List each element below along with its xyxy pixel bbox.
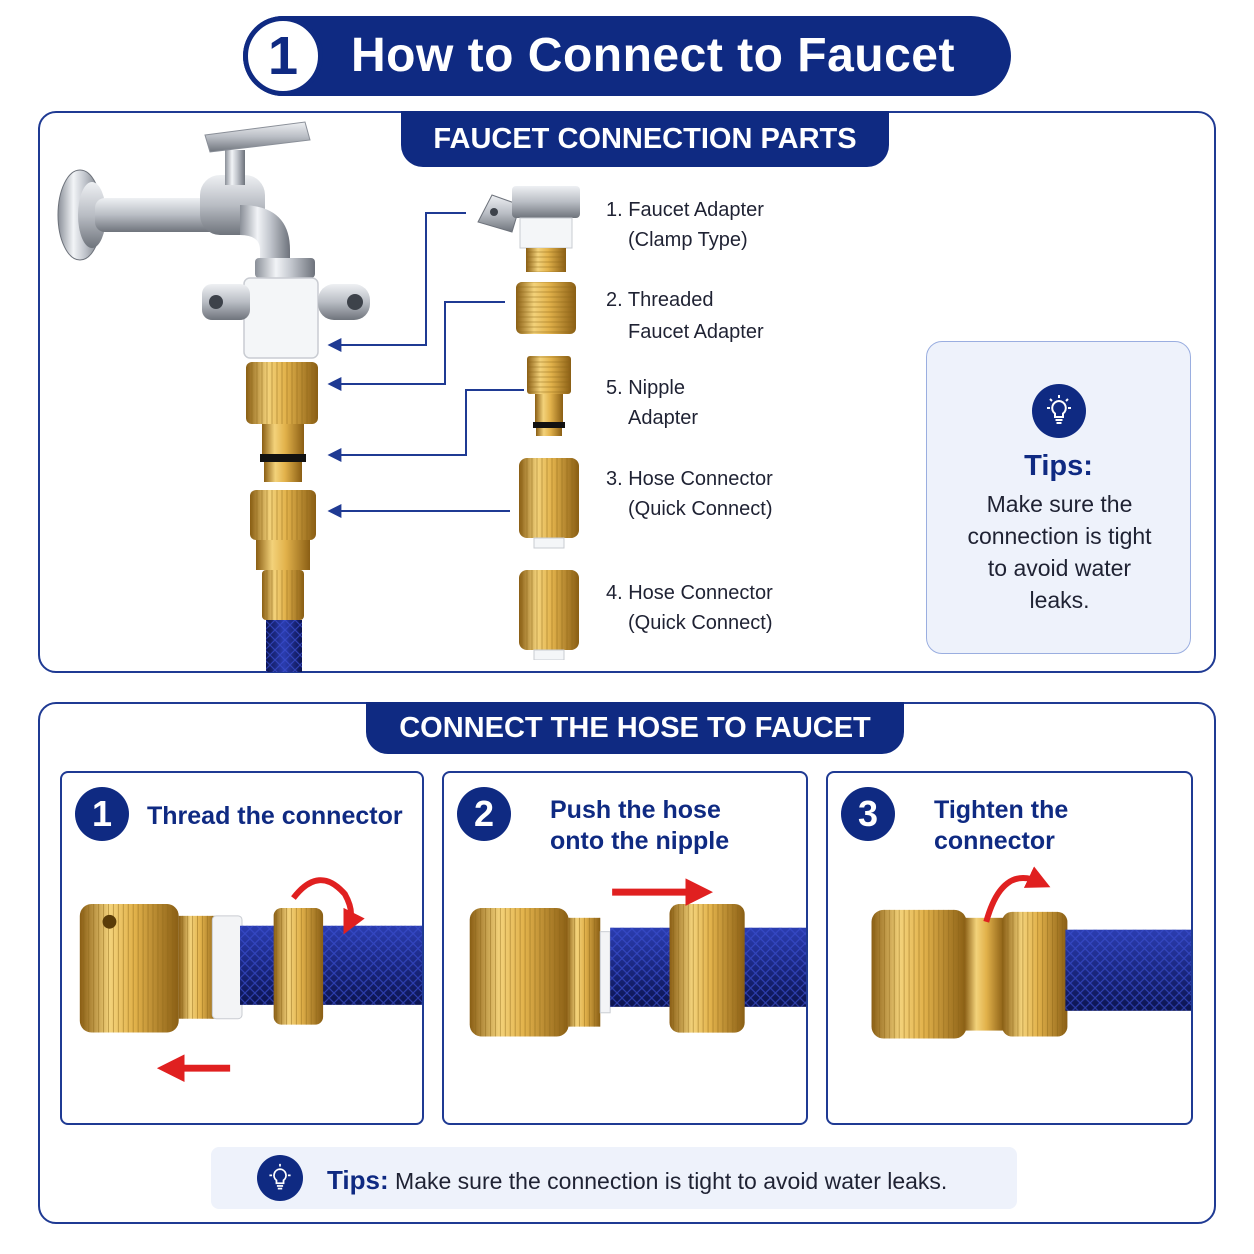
parts-column-illustration — [477, 186, 580, 660]
part-label-line2: (Quick Connect) — [628, 612, 773, 634]
step-1-illustration — [79, 877, 422, 1083]
bottom-tips-message: Make sure the connection is tight to avo… — [395, 1168, 948, 1194]
part-label-line1: 3. Hose Connector — [606, 468, 773, 490]
parts-section-heading: FAUCET CONNECTION PARTS — [401, 111, 889, 167]
title-banner: 1 How to Connect to Faucet — [243, 16, 1011, 96]
page-title: How to Connect to Faucet — [351, 29, 955, 82]
part-label-line1: 4. Hose Connector — [606, 582, 773, 604]
title-number-badge: 1 — [243, 16, 323, 96]
part-label-line1: 2. Threaded — [606, 289, 714, 311]
part-label-line1: 5. Nipple — [606, 377, 685, 399]
part-label-hose-connector-3: 3. Hose Connector (Quick Connect) — [606, 464, 773, 524]
part-label-line2: Faucet Adapter — [628, 321, 764, 343]
step-card-1: 1 Thread the connector — [60, 771, 424, 1125]
step-title: Tighten the connector — [934, 796, 1069, 855]
lightbulb-icon — [1032, 384, 1086, 438]
part-label-line2: Adapter — [628, 407, 699, 429]
part-label-threaded-faucet-adapter: 2. Threaded Faucet Adapter — [606, 284, 764, 348]
part-label-line2: (Quick Connect) — [628, 498, 773, 520]
step-title: Thread the connector — [147, 802, 403, 830]
tips-card-text: Make sure the connection is tight to avo… — [967, 491, 1152, 613]
step-card-3: 3 Tighten the connector — [826, 771, 1193, 1125]
bottom-tips-label: Tips: — [327, 1165, 389, 1195]
part-label-hose-connector-4: 4. Hose Connector (Quick Connect) — [606, 578, 773, 638]
part-label-line2: (Clamp Type) — [628, 229, 748, 251]
bottom-tips-text: Tips: Make sure the connection is tight … — [327, 1165, 947, 1196]
step-2-illustration — [469, 878, 806, 1037]
part-label-line1: 1. Faucet Adapter — [606, 199, 764, 221]
step-card-2: 2 Push the hose onto the nipple — [442, 771, 808, 1125]
tips-card-title: Tips: — [1024, 450, 1093, 482]
tips-card: Tips: Make sure the connection is tight … — [926, 341, 1191, 654]
lightbulb-icon — [257, 1155, 303, 1201]
part-label-nipple-adapter: 5. Nipple Adapter — [606, 373, 698, 433]
faucet-assembly-illustration — [57, 121, 524, 672]
bottom-tips-bar: Tips: Make sure the connection is tight … — [211, 1147, 1017, 1209]
step-number-badge: 2 — [457, 787, 511, 841]
connect-section-heading: CONNECT THE HOSE TO FAUCET — [366, 702, 904, 754]
step-3-illustration — [871, 866, 1191, 1039]
part-label-faucet-adapter: 1. Faucet Adapter (Clamp Type) — [606, 195, 764, 255]
step-number-badge: 3 — [841, 787, 895, 841]
step-title: Push the hose onto the nipple — [550, 796, 730, 855]
step-number-badge: 1 — [75, 787, 129, 841]
